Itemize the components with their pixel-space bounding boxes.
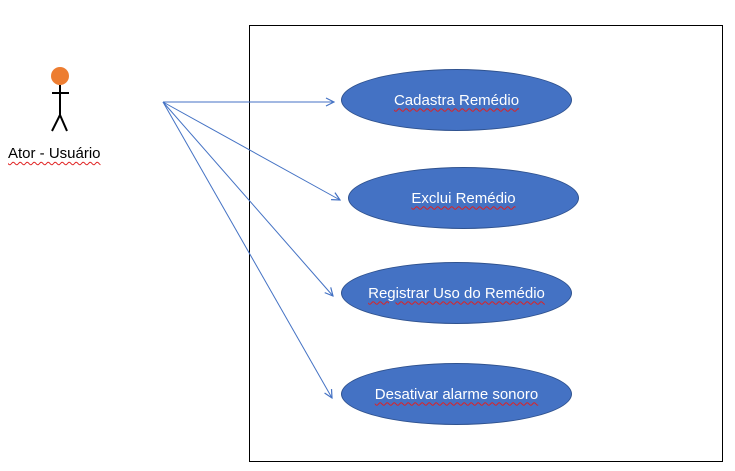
- actor-left-leg: [51, 114, 61, 132]
- actor-head: [51, 67, 69, 85]
- system-boundary: [249, 25, 723, 462]
- use-case-label: Exclui Remédio: [411, 189, 516, 207]
- use-case-label: Desativar alarme sonoro: [374, 385, 539, 403]
- actor-label: Ator - Usuário: [8, 145, 101, 162]
- actor-right-leg: [59, 114, 68, 132]
- actor-figure: [51, 67, 69, 132]
- use-case-desativar-alarme: Desativar alarme sonoro: [341, 363, 572, 425]
- association-arrow-desativar: [162, 101, 332, 398]
- use-case-registrar-uso: Registrar Uso do Remédio: [341, 262, 572, 324]
- use-case-label: Cadastra Remédio: [393, 91, 520, 109]
- use-case-exclui-remedio: Exclui Remédio: [348, 167, 579, 229]
- use-case-label: Registrar Uso do Remédio: [368, 284, 545, 302]
- associations: [162, 101, 340, 398]
- association-arrow-registrar: [162, 101, 333, 296]
- association-arrow-exclui: [162, 101, 340, 200]
- use-case-cadastra-remedio: Cadastra Remédio: [341, 69, 572, 131]
- actor-name-text: Ator - Usuário: [8, 145, 101, 162]
